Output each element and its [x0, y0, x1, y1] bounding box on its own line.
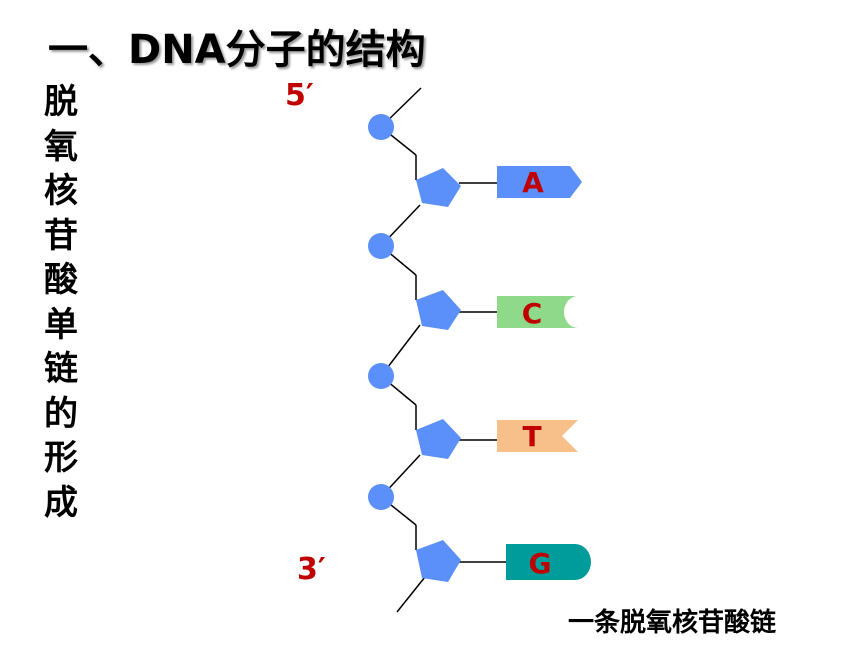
base-C: C: [497, 296, 578, 330]
page-title: 一、DNA分子的结构: [48, 27, 426, 73]
base-A: A: [497, 166, 582, 199]
base-T: T: [497, 420, 578, 453]
base-c-letter: C: [522, 297, 543, 330]
base-c-notch-shape: [497, 296, 578, 328]
phosphate-icon: [368, 233, 394, 259]
backbone: [380, 87, 506, 613]
deoxyribose-pentagon-icon: [416, 540, 461, 582]
base-a-arrow-shape: [497, 166, 582, 198]
phosphate-icon: [368, 114, 394, 140]
five-prime-label: 5′: [285, 78, 314, 113]
deoxyribose-pentagon-icon: [416, 419, 461, 459]
base-t-letter: T: [522, 420, 541, 453]
chain-caption: 一条脱氧核苷酸链: [568, 608, 777, 638]
deoxyribose-pentagon-icon: [416, 290, 461, 330]
phosphate-groups: [368, 114, 394, 510]
sugar-groups: [416, 168, 461, 582]
phosphate-icon: [368, 363, 394, 389]
base-a-letter: A: [522, 166, 544, 199]
deoxyribose-pentagon-icon: [416, 168, 461, 207]
base-g-round-shape: [506, 544, 591, 580]
three-prime-label: 3′: [297, 552, 326, 587]
phosphate-icon: [368, 484, 394, 510]
base-t-notch-shape: [497, 420, 578, 452]
vertical-caption: 脱氧核苷酸单链的形成: [44, 82, 78, 523]
backbone-bottom-bond: [396, 576, 426, 613]
base-g-letter: G: [529, 547, 552, 580]
base-G: G: [506, 544, 591, 580]
